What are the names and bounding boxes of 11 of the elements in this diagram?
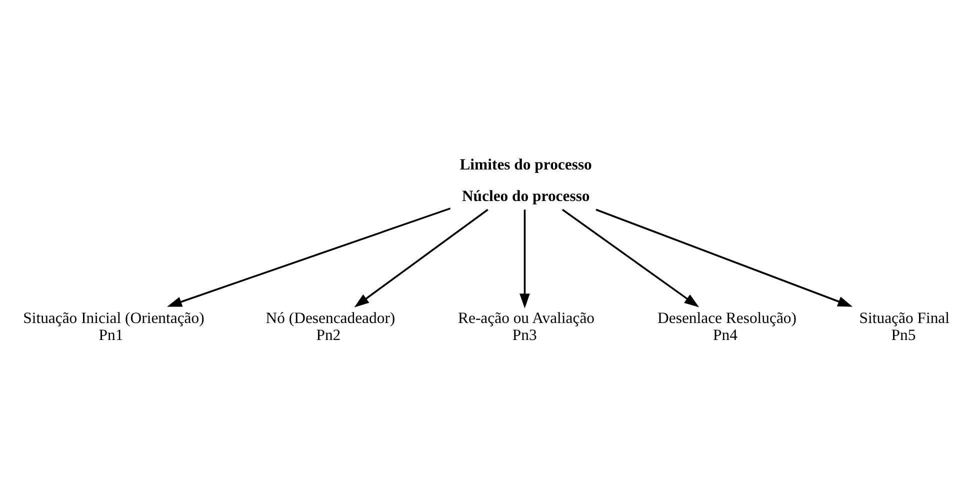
arrow (562, 208, 700, 307)
node-text: Limites do processo Núcleo do processo (460, 156, 592, 204)
node-text: Situação Inicial (Orientação) Pn1 (23, 309, 204, 344)
node-text: Desenlace Resolução) Pn4 (658, 309, 797, 344)
node-text: Situação Final Pn5 (859, 309, 950, 344)
arrow (596, 208, 853, 306)
arrow (520, 209, 530, 308)
node-text: Re-ação ou Avaliação Pn3 (458, 309, 595, 344)
node-text: Nó (Desencadeador) Pn2 (266, 309, 396, 344)
arrow (354, 208, 488, 307)
arrow (167, 207, 451, 306)
